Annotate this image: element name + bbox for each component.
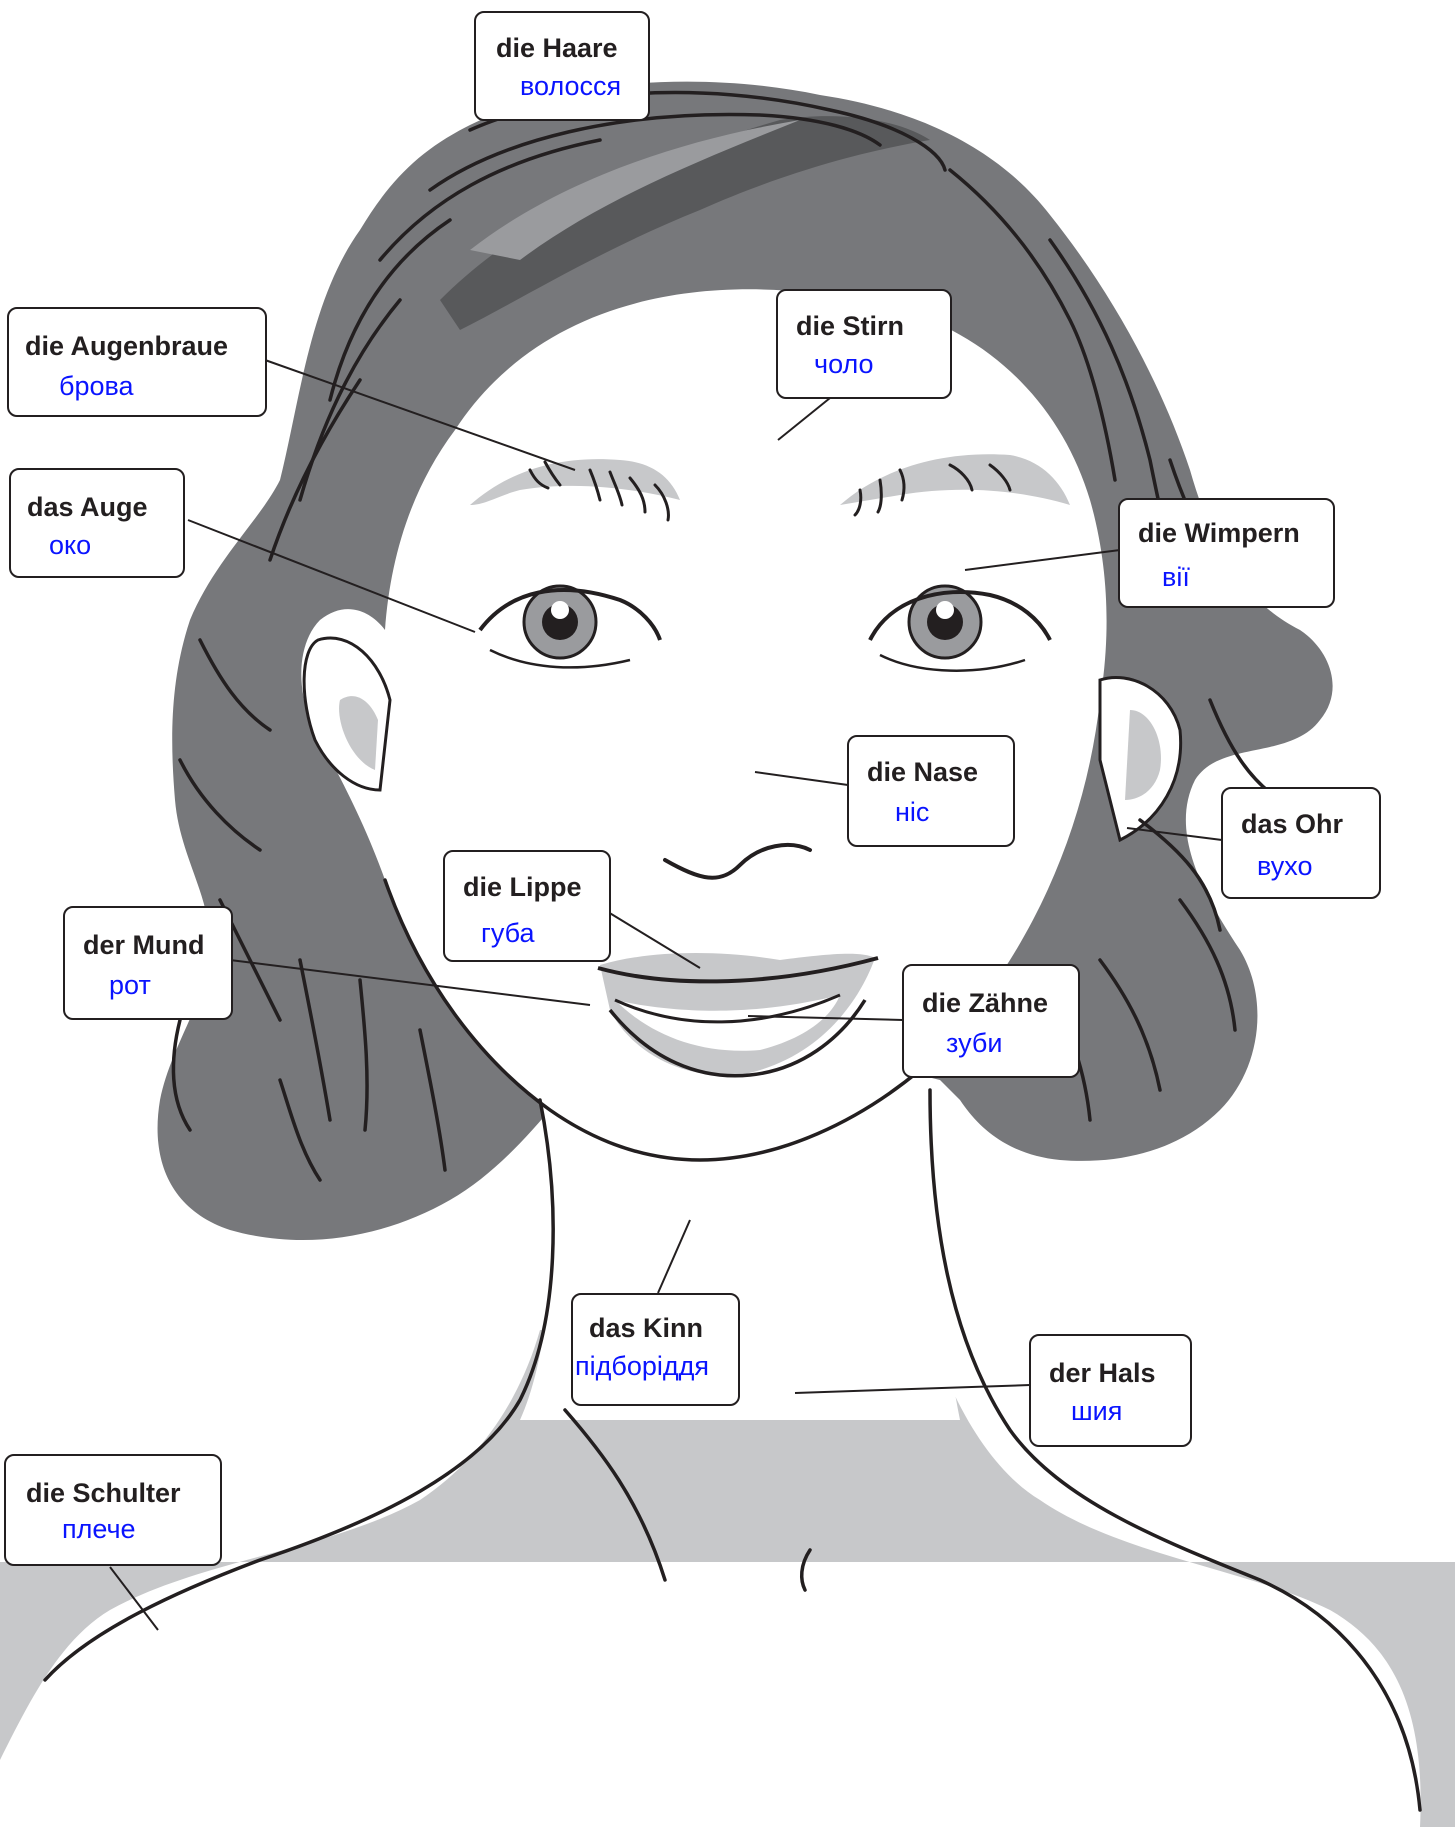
label-stirn-de: die Stirn	[796, 311, 904, 342]
label-auge-uk: око	[49, 530, 91, 561]
label-haare-uk: волосся	[520, 71, 621, 102]
label-hals-de: der Hals	[1049, 1358, 1156, 1389]
label-auge: das Auge око	[9, 468, 185, 578]
label-kinn-de: das Kinn	[589, 1313, 703, 1344]
label-nase: die Nase ніс	[847, 735, 1015, 847]
label-schulter-de: die Schulter	[26, 1478, 181, 1509]
label-ohr-uk: вухо	[1257, 851, 1312, 882]
label-schulter: die Schulter плече	[4, 1454, 222, 1566]
label-mund-uk: рот	[109, 970, 151, 1001]
label-lippe-de: die Lippe	[463, 872, 582, 903]
label-nase-uk: ніс	[895, 797, 929, 828]
label-wimpern-uk: вії	[1162, 562, 1190, 593]
label-augenbraue-uk: брова	[59, 371, 134, 402]
label-haare: die Haare волосся	[474, 11, 650, 121]
label-hals: der Hals шия	[1029, 1334, 1192, 1447]
label-kinn-uk: підборіддя	[575, 1351, 709, 1382]
label-lippe-uk: губа	[481, 918, 535, 949]
label-ohr: das Ohr вухо	[1221, 787, 1381, 899]
label-wimpern: die Wimpern вії	[1118, 498, 1335, 608]
label-hals-uk: шия	[1071, 1396, 1122, 1427]
label-wimpern-de: die Wimpern	[1138, 518, 1300, 549]
label-auge-de: das Auge	[27, 492, 148, 523]
label-augenbraue-de: die Augenbraue	[25, 331, 228, 362]
label-mund-de: der Mund	[83, 930, 205, 961]
label-stirn: die Stirn чоло	[776, 289, 952, 399]
label-zaehne-de: die Zähne	[922, 988, 1048, 1019]
label-zaehne: die Zähne зуби	[902, 964, 1080, 1078]
label-schulter-uk: плече	[62, 1514, 136, 1545]
label-stirn-uk: чоло	[814, 349, 874, 380]
label-haare-de: die Haare	[496, 33, 618, 64]
label-augenbraue: die Augenbraue брова	[7, 307, 267, 417]
label-nase-de: die Nase	[867, 757, 978, 788]
label-kinn: das Kinn підборіддя	[571, 1293, 740, 1406]
label-zaehne-uk: зуби	[946, 1028, 1002, 1059]
label-ohr-de: das Ohr	[1241, 809, 1343, 840]
label-lippe: die Lippe губа	[443, 850, 611, 962]
label-mund: der Mund рот	[63, 906, 233, 1020]
